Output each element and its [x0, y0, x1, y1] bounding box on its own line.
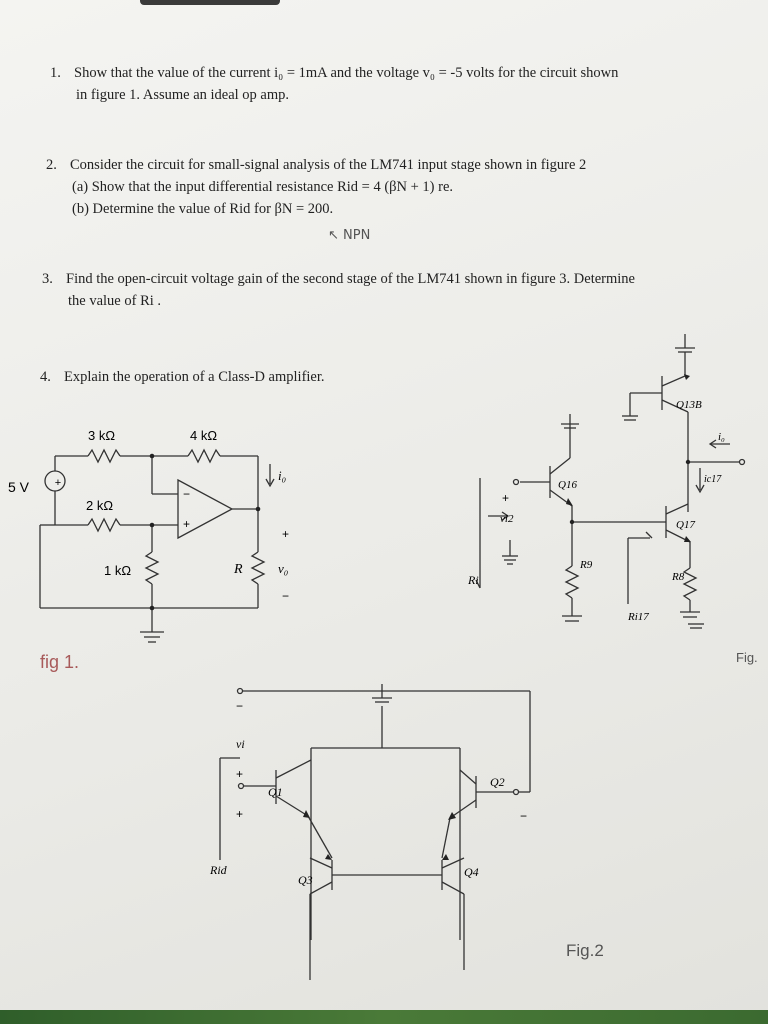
question-4: 4. Explain the operation of a Class-D amp…: [40, 366, 325, 388]
load-resistor-label: R: [233, 562, 243, 577]
question-2: 2. Consider the circuit for small-signal …: [46, 154, 586, 220]
source-voltage-label: 5 V: [8, 479, 30, 495]
question-1: 1. Show that the value of the current i₀ …: [50, 62, 618, 106]
question-text: in figure 1. Assume an ideal op amp.: [76, 87, 290, 103]
output-voltage-label: v₀: [278, 561, 288, 576]
question-text: Find the open-circuit voltage gain of th…: [66, 271, 635, 287]
question-3: 3. Find the open-circuit voltage gain of …: [42, 268, 635, 312]
question-number: 4.: [40, 369, 51, 385]
figure-1-caption: fig 1.: [40, 652, 79, 672]
figure-2-circuit: − vi + + − Rid Q1 Q2 Q3 Q4 Fig.2: [209, 684, 604, 980]
q1-base-plus-sign: +: [236, 807, 243, 821]
input-resistance-ri17-label: Ri17: [627, 611, 649, 623]
top-edge-shadow: [140, 0, 280, 5]
transistor-q16-label: Q16: [558, 479, 577, 491]
question-text: Explain the operation of a Class-D ampli…: [64, 369, 325, 385]
transistor-q3-label: Q3: [298, 873, 313, 887]
transistor-q1-label: Q1: [268, 785, 283, 799]
question-text: the value of Ri .: [68, 293, 162, 309]
question-part-a: (a) Show that the input differential res…: [72, 179, 454, 195]
vi-plus-sign: +: [236, 767, 243, 781]
input-voltage-vi-label: vi: [236, 737, 245, 751]
output-current-io-label: i₀: [718, 431, 725, 443]
question-part-b: (b) Determine the value of Rid for βN = …: [72, 201, 334, 217]
input-voltage-vi2-label: vi2: [500, 513, 514, 525]
source-plus-sign: +: [55, 477, 61, 489]
resistor-3k-label: 3 kΩ: [88, 428, 115, 443]
bottom-background-strip: [0, 1010, 768, 1024]
resistor-2k-label: 2 kΩ: [86, 498, 113, 513]
transistor-q17-label: Q17: [676, 519, 695, 531]
opamp-minus-terminal: −: [183, 487, 190, 501]
resistor-r9-label: R9: [579, 559, 593, 571]
output-current-label: i₀: [278, 468, 286, 483]
input-plus-sign: +: [502, 491, 509, 505]
opamp-plus-terminal: +: [183, 517, 190, 531]
question-text: Consider the circuit for small-signal an…: [70, 157, 587, 173]
question-number: 1.: [50, 65, 61, 81]
handwritten-note: ↖ NPN: [328, 228, 371, 243]
figure-2-caption: Fig.2: [566, 941, 604, 960]
q2-base-minus-sign: −: [520, 809, 527, 823]
resistor-4k-label: 4 kΩ: [190, 428, 217, 443]
vi-minus-sign: −: [236, 699, 243, 713]
vo-plus-sign: +: [282, 527, 289, 541]
figure-3-circuit: Q13B Q16 Q17 R9 R8 Ri Ri17 vi2 + i₀ ic17…: [467, 334, 758, 665]
figure-1-circuit: + 5 V 3 kΩ 4 kΩ 2 kΩ 1 kΩ − + R i₀ + v₀ …: [8, 428, 289, 672]
resistor-1k-label: 1 kΩ: [104, 563, 131, 578]
question-text: Show that the value of the current i₀ = …: [74, 65, 619, 81]
question-number: 3.: [42, 271, 53, 287]
input-resistance-rid-label: Rid: [209, 863, 228, 877]
resistor-r8-label: R8: [671, 571, 685, 583]
figure-3-caption: Fig.: [736, 650, 758, 665]
vo-minus-sign: −: [282, 589, 289, 603]
collector-current-ic17-label: ic17: [704, 474, 722, 485]
transistor-q2-label: Q2: [490, 775, 505, 789]
transistor-q4-label: Q4: [464, 865, 479, 879]
transistor-q13b-label: Q13B: [676, 399, 702, 411]
input-resistance-ri-label: Ri: [467, 573, 479, 587]
question-number: 2.: [46, 157, 57, 173]
